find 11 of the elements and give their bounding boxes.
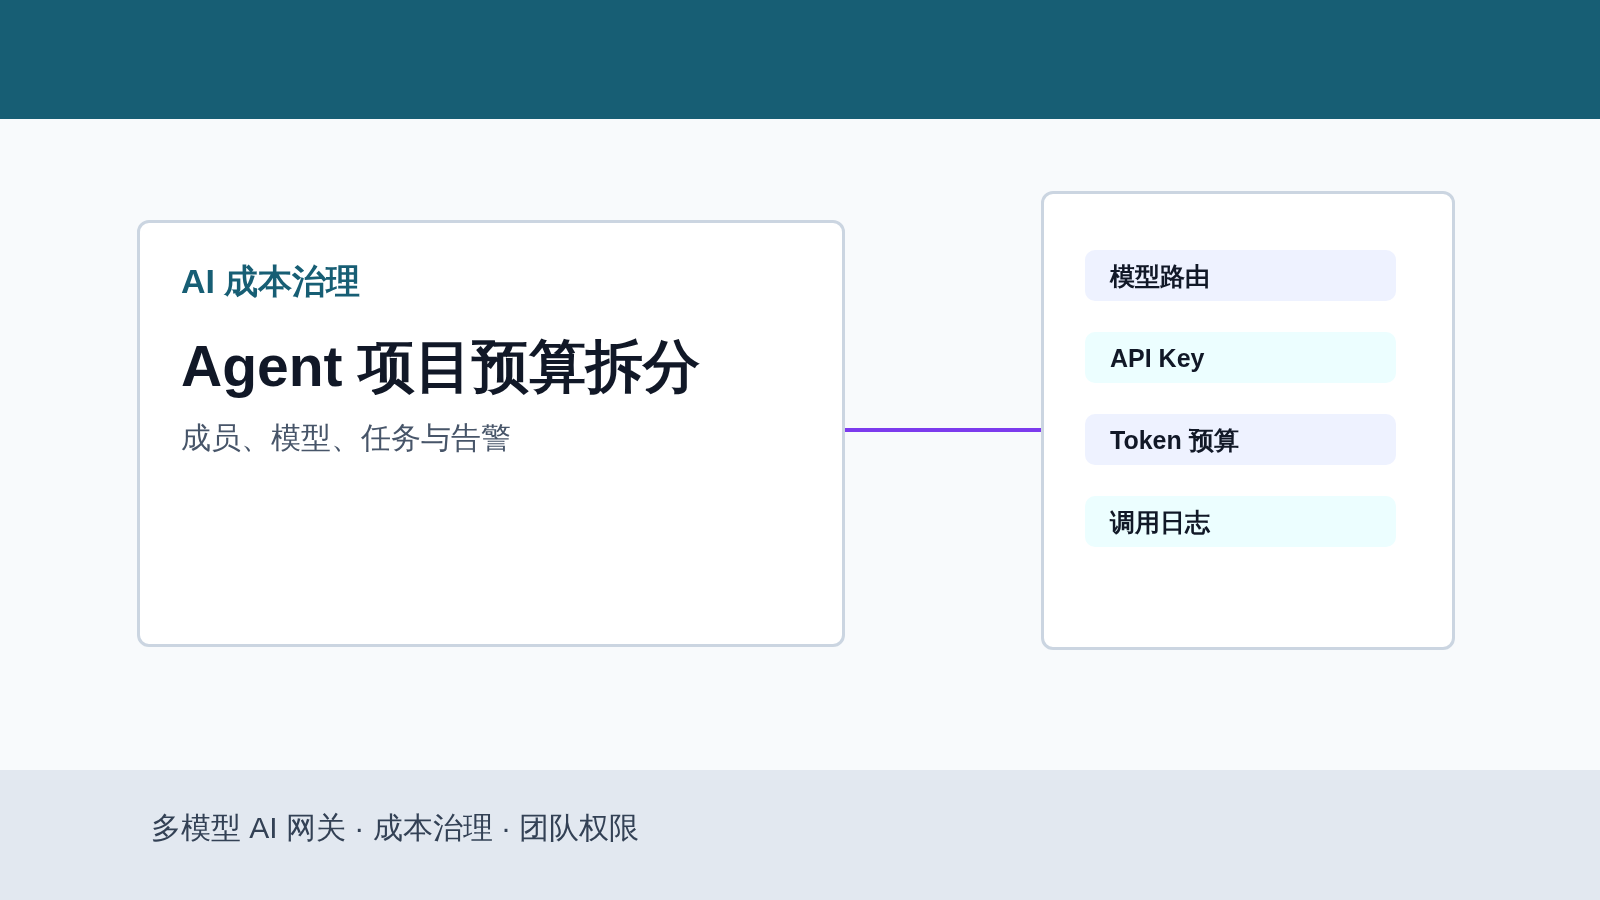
pill-label: 调用日志 [1110, 507, 1210, 537]
card-title: Agent 项目预算拆分 [181, 333, 701, 400]
pill-label: API Key [1110, 343, 1205, 373]
info-card [137, 220, 845, 647]
pill-label: 模型路由 [1110, 261, 1210, 291]
connector-line [845, 428, 1041, 432]
pill-label: Token 预算 [1110, 425, 1239, 455]
card-eyebrow: AI 成本治理 [181, 261, 361, 302]
footer-tagline: 多模型 AI 网关 · 成本治理 · 团队权限 [151, 810, 640, 846]
feature-panel [1041, 191, 1455, 650]
card-subtitle: 成员、模型、任务与告警 [181, 420, 511, 456]
